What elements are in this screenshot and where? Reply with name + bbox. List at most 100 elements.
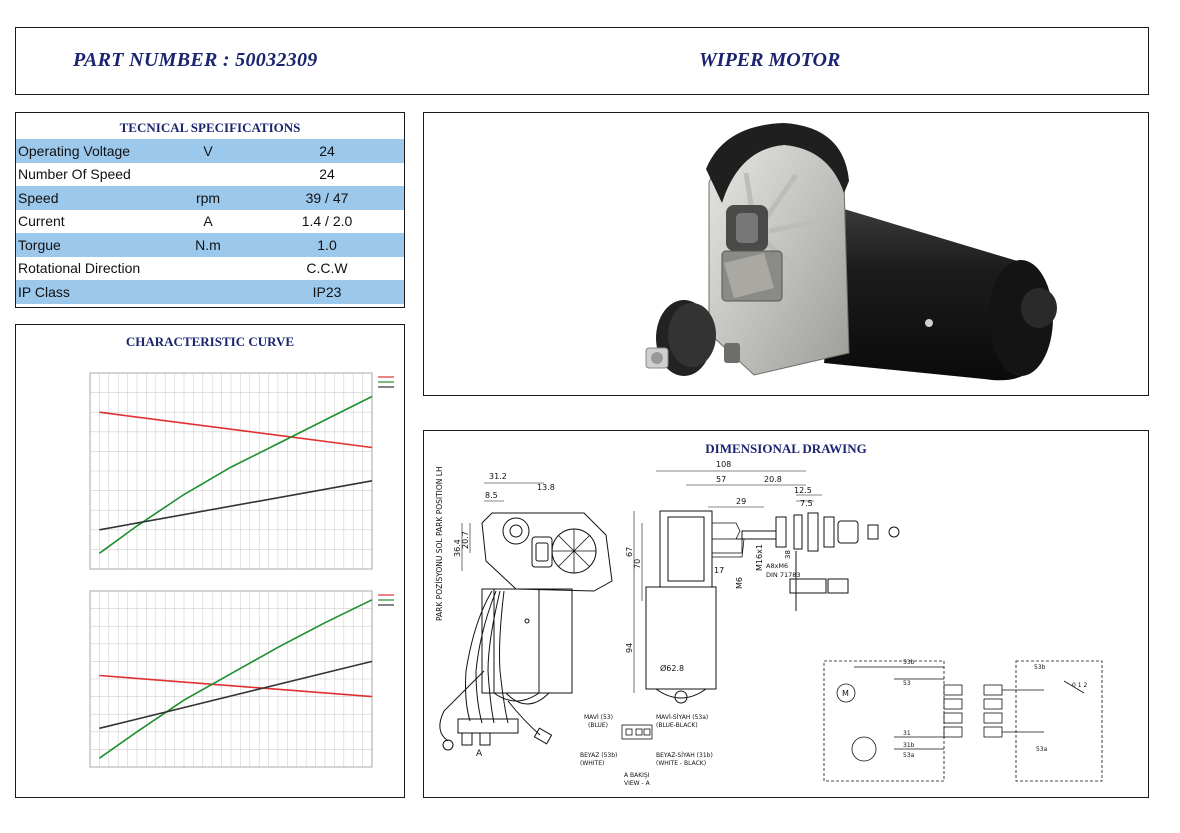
spec-row: Rotational Direction C.C.W bbox=[16, 257, 404, 281]
wire-white: BEYAZ (53b) bbox=[580, 752, 617, 759]
dim-67: 67 bbox=[625, 547, 634, 557]
gearbox-housing bbox=[706, 123, 850, 376]
spec-unit bbox=[166, 257, 250, 281]
wire-blue-black: MAVİ-SİYAH (53a) bbox=[656, 714, 708, 721]
dim-20-8: 20.8 bbox=[764, 475, 782, 484]
wire-white-en: (WHITE) bbox=[580, 760, 604, 767]
dimensional-drawing-panel: DIMENSIONAL DRAWING PARK POZİSYONU SOL P… bbox=[423, 430, 1149, 798]
specifications-panel: TECNICAL SPECIFICATIONS Operating Voltag… bbox=[15, 112, 405, 308]
spec-value: 39 / 47 bbox=[250, 186, 404, 210]
plot-frame bbox=[89, 590, 373, 768]
characteristic-chart-bottom bbox=[89, 590, 394, 768]
view-label-tr: A BAKIŞI bbox=[624, 772, 650, 779]
relay-53a: 53a bbox=[1036, 746, 1048, 753]
term-31b: 31b bbox=[903, 742, 915, 749]
spec-name: Operating Voltage bbox=[16, 139, 166, 163]
term-53: 53 bbox=[903, 680, 911, 687]
spec-unit: A bbox=[203, 213, 213, 230]
spec-row: Current A 1.4 / 2.0 bbox=[16, 210, 404, 234]
curve-title: CHARACTERISTIC CURVE bbox=[125, 334, 295, 349]
wiring-diagram-right bbox=[983, 660, 1103, 782]
dim-20-7: 20.7 bbox=[461, 531, 470, 549]
specs-title: TECNICAL SPECIFICATIONS bbox=[119, 120, 301, 135]
spec-value: 1.4 / 2.0 bbox=[301, 213, 353, 230]
wire-white-black: BEYAZ-SİYAH (31b) bbox=[656, 752, 713, 759]
term-53b: 53b bbox=[903, 659, 915, 666]
spec-unit bbox=[166, 163, 250, 187]
dim-108: 108 bbox=[716, 460, 731, 469]
park-label-tr: PARK POZİSYONU SOL PARK POSITION LH bbox=[435, 466, 444, 621]
plot-frame bbox=[89, 372, 373, 570]
dim-m16: M16x1 bbox=[755, 544, 764, 571]
dim-7-5: 7.5 bbox=[800, 499, 813, 508]
spec-row: Torgue N.m 1.0 bbox=[16, 233, 404, 257]
spec-unit: V bbox=[166, 139, 250, 163]
side-view bbox=[645, 510, 900, 704]
wire-blue-en: (BLUE) bbox=[588, 722, 608, 729]
relay-53b: 53b bbox=[1034, 664, 1046, 671]
characteristic-curve-panel: CHARACTERISTIC CURVE bbox=[15, 324, 405, 798]
spec-value: C.C.W bbox=[306, 260, 348, 277]
header-box: PART NUMBER : 50032309 WIPER MOTOR bbox=[15, 27, 1149, 95]
series-line bbox=[99, 480, 373, 531]
part-number: PART NUMBER : 50032309 bbox=[73, 49, 318, 71]
spec-row: Speed rpm 39 / 47 bbox=[16, 186, 404, 210]
spec-unit bbox=[166, 280, 250, 304]
spec-value: 24 bbox=[250, 139, 404, 163]
series-line bbox=[98, 395, 373, 554]
spec-value: 1.0 bbox=[250, 233, 404, 257]
series-line bbox=[99, 674, 373, 698]
spec-name: Number Of Speed bbox=[18, 166, 131, 183]
spec-row: IP Class IP23 bbox=[16, 280, 404, 304]
front-view-dimensions bbox=[461, 482, 544, 571]
view-label-en: VIEW - A bbox=[624, 780, 651, 787]
wire-blue-black-en: (BLUE-BLACK) bbox=[656, 722, 698, 729]
connector-view bbox=[621, 724, 653, 740]
motor-symbol: M bbox=[842, 689, 849, 698]
output-shaft bbox=[645, 300, 740, 376]
dim-38: 38 bbox=[784, 550, 792, 559]
side-view-dimensions bbox=[633, 470, 822, 693]
term-53a: 53a bbox=[903, 752, 915, 759]
wiring-diagram-left bbox=[823, 660, 963, 782]
view-arrow-a: A bbox=[476, 749, 483, 759]
dim-70: 70 bbox=[633, 559, 642, 569]
spec-name: IP Class bbox=[16, 280, 166, 304]
din-spec: DIN 71783 bbox=[766, 571, 801, 579]
dim-31-2: 31.2 bbox=[489, 472, 507, 481]
dim-8-5: 8.5 bbox=[485, 491, 498, 500]
dim-36-4: 36.4 bbox=[453, 539, 462, 557]
dim-29: 29 bbox=[736, 497, 746, 506]
dim-12-5: 12.5 bbox=[794, 486, 812, 495]
spec-name: Rotational Direction bbox=[18, 260, 141, 277]
series-line bbox=[98, 599, 373, 759]
wire-blue: MAVİ (53) bbox=[584, 714, 613, 721]
spec-name: Speed bbox=[16, 186, 166, 210]
series-line bbox=[99, 411, 373, 449]
spec-name: Current bbox=[18, 213, 65, 230]
switch-positions: 0 1 2 bbox=[1072, 682, 1087, 689]
product-photo-panel bbox=[423, 112, 1149, 396]
dim-m6: M6 bbox=[735, 577, 744, 589]
series-line bbox=[99, 660, 373, 730]
drawing-canvas: PARK POZİSYONU SOL PARK POSITION LH bbox=[435, 460, 1103, 787]
nut-spec: A8xM6 bbox=[766, 562, 788, 570]
spec-unit: N.m bbox=[166, 233, 250, 257]
dim-57: 57 bbox=[716, 475, 726, 484]
product-title: WIPER MOTOR bbox=[699, 49, 841, 71]
dim-diameter: Ø62.8 bbox=[660, 663, 684, 673]
term-31: 31 bbox=[903, 730, 911, 737]
spec-row: Number Of Speed 24 bbox=[16, 163, 404, 187]
wire-white-black-en: (WHITE - BLACK) bbox=[656, 760, 706, 767]
specs-table: Operating Voltage V 24 Number Of Speed 2… bbox=[16, 139, 404, 304]
spec-name: Torgue bbox=[16, 233, 166, 257]
spec-value: 24 bbox=[319, 166, 335, 183]
dim-17: 17 bbox=[714, 566, 724, 575]
front-view bbox=[439, 512, 613, 751]
drawing-title: DIMENSIONAL DRAWING bbox=[705, 441, 867, 456]
characteristic-chart-top bbox=[89, 372, 394, 570]
dim-94: 94 bbox=[625, 643, 634, 653]
spec-row: Operating Voltage V 24 bbox=[16, 139, 404, 163]
park-position-label: PARK POZİSYONU SOL PARK POSITION LH bbox=[435, 466, 444, 621]
wiper-motor-illustration bbox=[645, 123, 1057, 381]
